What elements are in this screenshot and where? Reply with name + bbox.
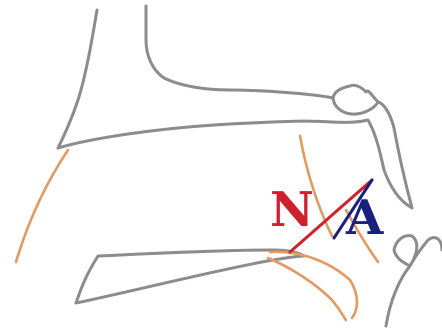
palate-notch-outline [333, 98, 378, 114]
nasal-soft-tissue-line [16, 150, 68, 262]
upper-skull-outline [58, 6, 412, 208]
n-label: N [270, 182, 314, 238]
a-label: A [345, 190, 384, 246]
